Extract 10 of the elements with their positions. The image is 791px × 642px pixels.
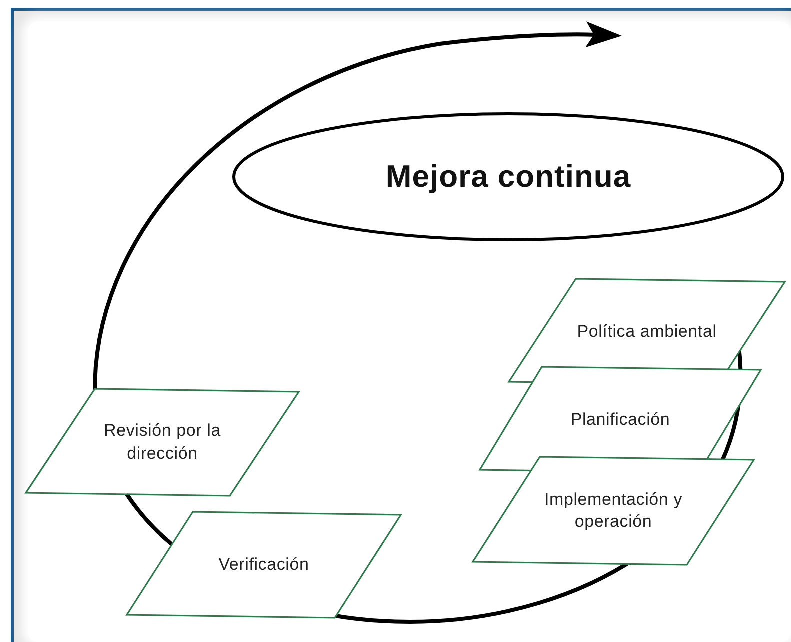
step-label: Implementación y operación bbox=[543, 488, 684, 533]
title-text: Mejora continua bbox=[386, 158, 632, 196]
ellipse-node bbox=[232, 112, 785, 242]
parallelogram-node bbox=[472, 456, 755, 566]
step-label: Política ambiental bbox=[577, 320, 717, 343]
step-label: Planificación bbox=[570, 408, 670, 431]
parallelogram-node bbox=[25, 388, 300, 497]
step-label: Revisión por la dirección bbox=[103, 420, 222, 464]
step-label: Verificación bbox=[218, 554, 310, 576]
parallelogram-node bbox=[126, 511, 402, 619]
